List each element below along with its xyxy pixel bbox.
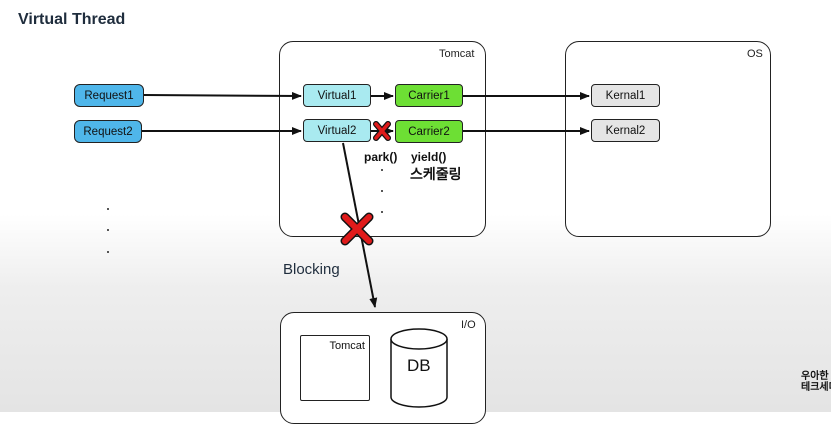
io-tomcat-label: Tomcat bbox=[329, 340, 365, 352]
watermark-line2: 테크세미 bbox=[801, 382, 831, 393]
left-ellipsis-dot bbox=[107, 208, 109, 210]
tomcat-ellipsis-dot bbox=[381, 211, 383, 213]
watermark-line1: 우아한 bbox=[801, 371, 829, 382]
slide-title: Virtual Thread bbox=[18, 11, 126, 28]
yield-label: yield() bbox=[411, 150, 447, 164]
park-label: park() bbox=[364, 150, 398, 164]
scheduling-label: 스케줄링 bbox=[410, 167, 462, 183]
carrier2-node: Carrier2 bbox=[395, 120, 463, 143]
io-label: I/O bbox=[461, 319, 476, 331]
carrier1-node: Carrier1 bbox=[395, 84, 463, 107]
left-ellipsis-dot bbox=[107, 251, 109, 253]
blocking-label: Blocking bbox=[283, 261, 340, 278]
small-cross-icon bbox=[373, 121, 391, 141]
diagram-overlay bbox=[142, 91, 590, 408]
request1-node: Request1 bbox=[74, 84, 144, 107]
large-cross-icon bbox=[340, 212, 374, 246]
db-label: DB bbox=[407, 356, 431, 375]
io-tomcat-box: Tomcat bbox=[300, 335, 370, 401]
os-label: OS bbox=[747, 48, 763, 60]
kernal2-node: Kernal2 bbox=[591, 119, 660, 142]
virtual2-node: Virtual2 bbox=[303, 119, 371, 142]
left-ellipsis-dot bbox=[107, 229, 109, 231]
tomcat-ellipsis-dot bbox=[381, 190, 383, 192]
os-container bbox=[565, 41, 771, 237]
db-cylinder-icon bbox=[390, 328, 448, 408]
request2-node: Request2 bbox=[74, 120, 142, 143]
tomcat-label: Tomcat bbox=[439, 48, 475, 60]
virtual1-node: Virtual1 bbox=[303, 84, 371, 107]
tomcat-ellipsis-dot bbox=[381, 169, 383, 171]
watermark-logo: 우아한 테크세미 bbox=[801, 371, 831, 393]
kernal1-node: Kernal1 bbox=[591, 84, 660, 107]
arrow-request1-virtual1 bbox=[143, 91, 302, 100]
